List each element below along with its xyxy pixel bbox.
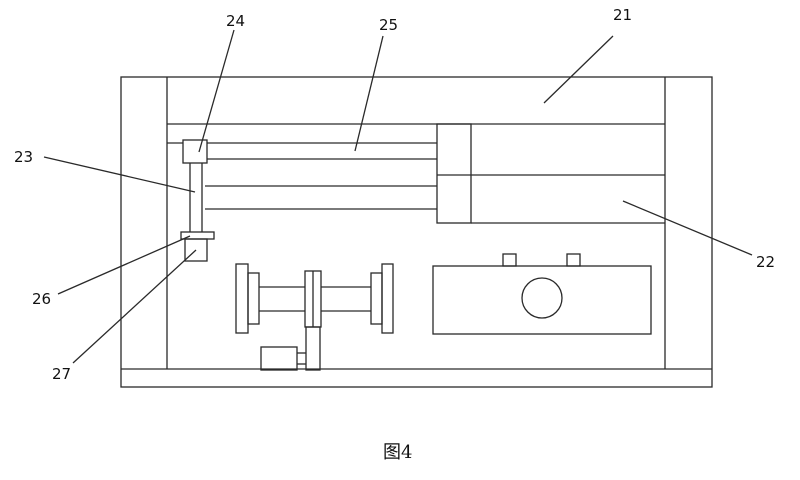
housing-tab-left <box>502 253 517 267</box>
callout-labels: 21 22 23 24 25 26 27 <box>14 6 775 383</box>
left-wheel-outer <box>235 263 249 334</box>
figure-caption: 图4 <box>383 442 412 463</box>
housing-tab-right <box>566 253 581 267</box>
callout-22: 22 <box>756 253 775 271</box>
carriage-block-24 <box>182 139 208 164</box>
guide-rails <box>167 123 665 210</box>
machine-frame <box>120 76 713 388</box>
frame-outer <box>120 76 713 388</box>
vertical-assembly <box>180 139 215 262</box>
housing-body <box>432 265 652 335</box>
wheel-shaft-assembly <box>235 263 394 371</box>
right-wheel-outer <box>381 263 394 334</box>
actuator-end-plate <box>436 123 472 224</box>
leader-27 <box>72 249 197 364</box>
leader-24 <box>198 29 235 153</box>
callout-27: 27 <box>52 365 71 383</box>
callout-21: 21 <box>613 6 632 24</box>
callout-26: 26 <box>32 290 51 308</box>
leader-26 <box>57 235 191 295</box>
leader-25 <box>354 35 384 152</box>
housing-port <box>521 277 563 319</box>
callout-23: 23 <box>14 148 33 166</box>
motor-body <box>260 346 298 371</box>
leader-23 <box>43 156 196 193</box>
leader-22 <box>622 200 753 256</box>
gripper-block-27 <box>184 238 208 262</box>
callout-24: 24 <box>226 12 245 30</box>
actuator-block <box>436 123 665 224</box>
leader-21 <box>543 35 614 104</box>
right-wheel-inner <box>370 272 383 325</box>
housing <box>432 253 652 335</box>
leader-lines <box>43 29 753 364</box>
callout-25: 25 <box>379 16 398 34</box>
drive-belt <box>305 326 321 371</box>
left-wheel-inner <box>247 272 260 325</box>
